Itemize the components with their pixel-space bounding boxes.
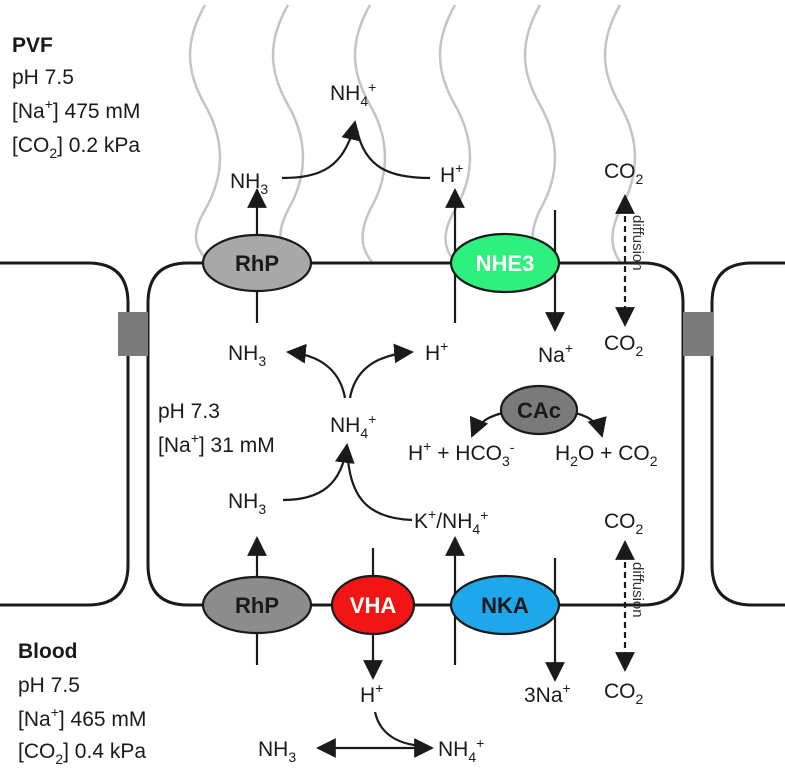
rhp-apical-label: RhP xyxy=(235,251,279,276)
central-cell xyxy=(146,261,685,607)
blood-ph: pH 7.5 xyxy=(18,674,80,697)
blood-co2-label: CO2 xyxy=(604,680,644,707)
cac-substrate-label: H+ + HCO3- xyxy=(408,438,515,469)
curve-blood-h-to-nh4 xyxy=(373,711,429,748)
tight-junction-right xyxy=(683,312,713,356)
nka-transporter: NKA xyxy=(449,574,561,636)
left-neighbor-cell xyxy=(0,261,130,607)
blood-co2: [CO2] 0.4 kPa xyxy=(18,740,146,767)
cell-na-label: Na+ xyxy=(538,340,573,367)
right-neighbor-cell xyxy=(710,261,785,607)
cac-label: CAc xyxy=(517,398,561,423)
rhp-apical-transporter: RhP xyxy=(201,233,313,293)
nhe3-transporter: NHE3 xyxy=(449,232,561,294)
curve-pvf-h-to-nh4 xyxy=(355,129,431,180)
blood-nh3-label: NH3 xyxy=(258,738,296,765)
curved-arrows xyxy=(281,120,607,748)
blood-title: Blood xyxy=(18,640,77,663)
apical-wavy-lines xyxy=(188,4,637,263)
pvf-h-label: H+ xyxy=(440,160,463,187)
cell-k-nh4-label: K+/NH4+ xyxy=(414,506,488,537)
cell-info: pH 7.3 [Na+] 31 mM xyxy=(158,400,275,457)
cell-nh4-label: NH4+ xyxy=(330,411,376,441)
blood-h-label: H+ xyxy=(360,680,383,707)
blood-na: [Na+] 465 mM xyxy=(18,704,146,731)
nka-label: NKA xyxy=(481,593,529,618)
vha-transporter: VHA xyxy=(330,574,416,636)
cac-product-label: H2O + CO2 xyxy=(555,442,658,469)
curve-cell-k-to-nh4 xyxy=(346,459,413,522)
pvf-ph: pH 7.5 xyxy=(12,66,74,89)
blood-nh4-label: NH4+ xyxy=(438,735,484,765)
diffusion-label-apical: diffusion xyxy=(629,215,646,271)
cell-nh3-label-bottom: NH3 xyxy=(228,490,266,517)
pvf-co2: [CO2] 0.2 kPa xyxy=(12,134,140,161)
pvf-co2-label: CO2 xyxy=(604,160,644,187)
cell-co2-label-bottom: CO2 xyxy=(604,510,644,537)
tight-junction-left xyxy=(118,312,148,356)
pvf-nh3-label: NH3 xyxy=(230,170,268,197)
wavy-line-5 xyxy=(523,4,557,263)
rhp-basal-transporter: RhP xyxy=(201,575,313,635)
pvf-na: [Na+] 475 mM xyxy=(12,96,140,123)
cell-co2-label-top: CO2 xyxy=(604,332,644,359)
wavy-line-1 xyxy=(188,4,222,263)
wavy-line-4 xyxy=(438,4,472,263)
nhe3-label: NHE3 xyxy=(476,251,535,276)
blood-info: Blood pH 7.5 [Na+] 465 mM [CO2] 0.4 kPa xyxy=(18,640,146,767)
blood-na3-label: 3Na+ xyxy=(524,680,571,707)
cell-ph: pH 7.3 xyxy=(158,400,220,423)
curve-cell-nh4-to-h xyxy=(348,343,414,399)
pvf-nh4-label: NH4+ xyxy=(330,79,376,109)
cell-na: [Na+] 31 mM xyxy=(158,430,275,457)
wavy-line-2 xyxy=(271,4,305,263)
curve-cell-nh4-to-nh3 xyxy=(286,343,347,399)
curve-cell-nh3-up-to-nh4 xyxy=(282,443,355,502)
cell-outlines xyxy=(0,261,785,607)
cell-h-label-top: H+ xyxy=(425,338,448,365)
cell-nh3-label-top: NH3 xyxy=(228,342,266,369)
wavy-line-6 xyxy=(603,4,637,263)
cac-enzyme: CAc xyxy=(499,384,579,436)
vha-label: VHA xyxy=(350,593,397,618)
rhp-basal-label: RhP xyxy=(235,593,279,618)
wavy-line-3 xyxy=(353,4,387,263)
diffusion-label-basal: diffusion xyxy=(629,562,646,618)
pvf-info: PVF pH 7.5 [Na+] 475 mM [CO2] 0.2 kPa xyxy=(12,34,140,161)
pvf-title: PVF xyxy=(12,34,53,57)
curve-pvf-nh3-to-nh4 xyxy=(281,120,361,180)
